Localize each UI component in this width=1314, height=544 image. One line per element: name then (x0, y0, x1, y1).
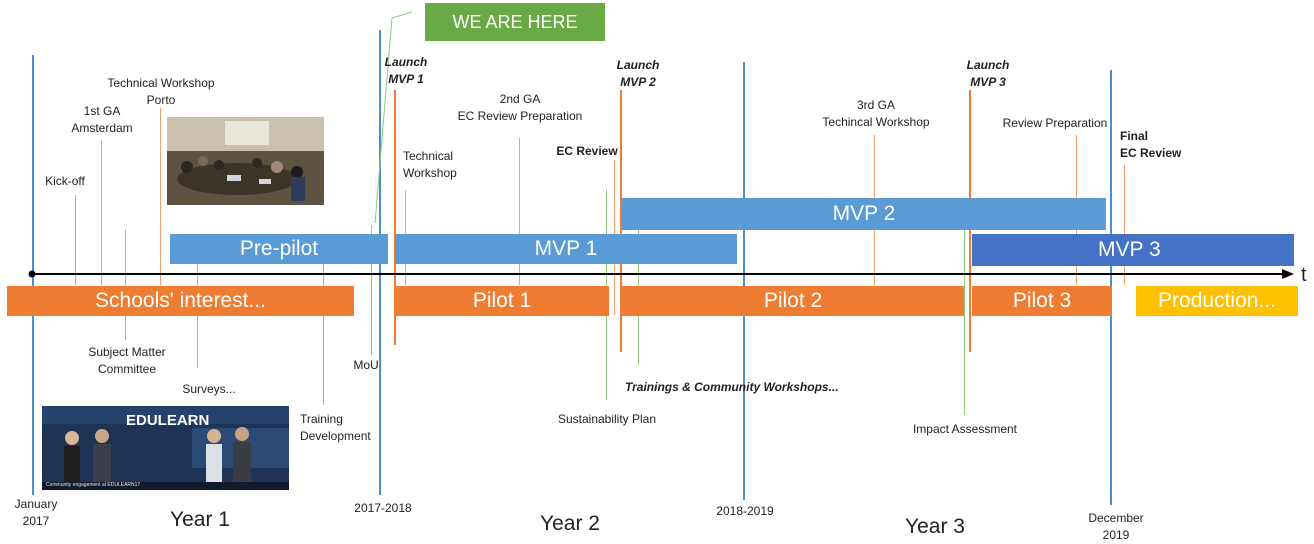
bar-mvp2: MVP 2 (622, 198, 1106, 230)
photo-porto-workshop (167, 117, 324, 205)
label-impact: Impact Assessment (912, 422, 1018, 436)
we-are-here-label: WE ARE HERE (452, 11, 578, 32)
edulearn-logo: EDULEARN (126, 412, 210, 429)
date-2018-2019: 2018-2019 (716, 504, 774, 518)
ga1-line (101, 140, 102, 285)
trainings-community-line (638, 200, 639, 365)
bar-production-label: Production... (1158, 289, 1276, 312)
bar-schools-interest: Schools' interest... (7, 286, 354, 316)
edulearn-caption: Community engagement at EDULEARN17 (46, 482, 141, 488)
bar-pre-pilot-label: Pre-pilot (239, 237, 319, 260)
training-line (323, 240, 324, 405)
year-separator-2018-2019 (743, 62, 745, 500)
bar-pilot3-label: Pilot 3 (1012, 289, 1072, 312)
time-axis-label: t (1301, 264, 1307, 286)
final-review-line (1124, 165, 1125, 285)
bar-pilot3: Pilot 3 (972, 286, 1112, 316)
bar-mvp2-label: MVP 2 (832, 202, 896, 225)
photo-edulearn: EDULEARN Community engagement at EDULEAR… (42, 406, 289, 490)
timeline-axis (28, 269, 1294, 279)
bar-mvp3: MVP 3 (972, 234, 1294, 266)
launch-mvp1-line (394, 90, 396, 345)
label-sustainability: Sustainability Plan (557, 412, 657, 426)
mou-line (371, 225, 372, 355)
bar-schools-label: Schools' interest... (95, 289, 266, 312)
bar-pilot2-label: Pilot 2 (763, 289, 823, 312)
bar-pilot1: Pilot 1 (395, 286, 609, 316)
year2-label: Year 2 (540, 512, 600, 535)
bar-pilot2: Pilot 2 (622, 286, 964, 316)
impact-line (964, 200, 965, 415)
bar-mvp3-label: MVP 3 (1098, 238, 1161, 261)
bar-pre-pilot: Pre-pilot (170, 234, 388, 264)
bar-mvp1-label: MVP 1 (534, 237, 598, 260)
label-kickoff: Kick-off (45, 174, 85, 188)
we-are-here-badge: WE ARE HERE (425, 3, 605, 41)
date-2017-2018: 2017-2018 (354, 501, 412, 515)
smc-line (125, 230, 126, 340)
year1-label: Year 1 (170, 508, 230, 531)
ga2-line (519, 138, 520, 285)
bar-mvp1: MVP 1 (395, 234, 737, 264)
bar-production: Production... (1136, 286, 1298, 316)
year3-label: Year 3 (905, 515, 965, 538)
we-are-here-pointer (374, 11, 413, 224)
label-mou: MoU (353, 358, 379, 372)
bar-pilot1-label: Pilot 1 (472, 289, 532, 312)
label-trainings-community: Trainings & Community Workshops... (625, 380, 839, 394)
launch-mvp2-line (620, 90, 622, 352)
label-review-prep: Review Preparation (1002, 116, 1108, 130)
tw-porto-line (160, 108, 161, 285)
kickoff-line (75, 195, 76, 285)
label-surveys: Surveys... (182, 382, 236, 396)
label-ec-review: EC Review (556, 144, 618, 158)
